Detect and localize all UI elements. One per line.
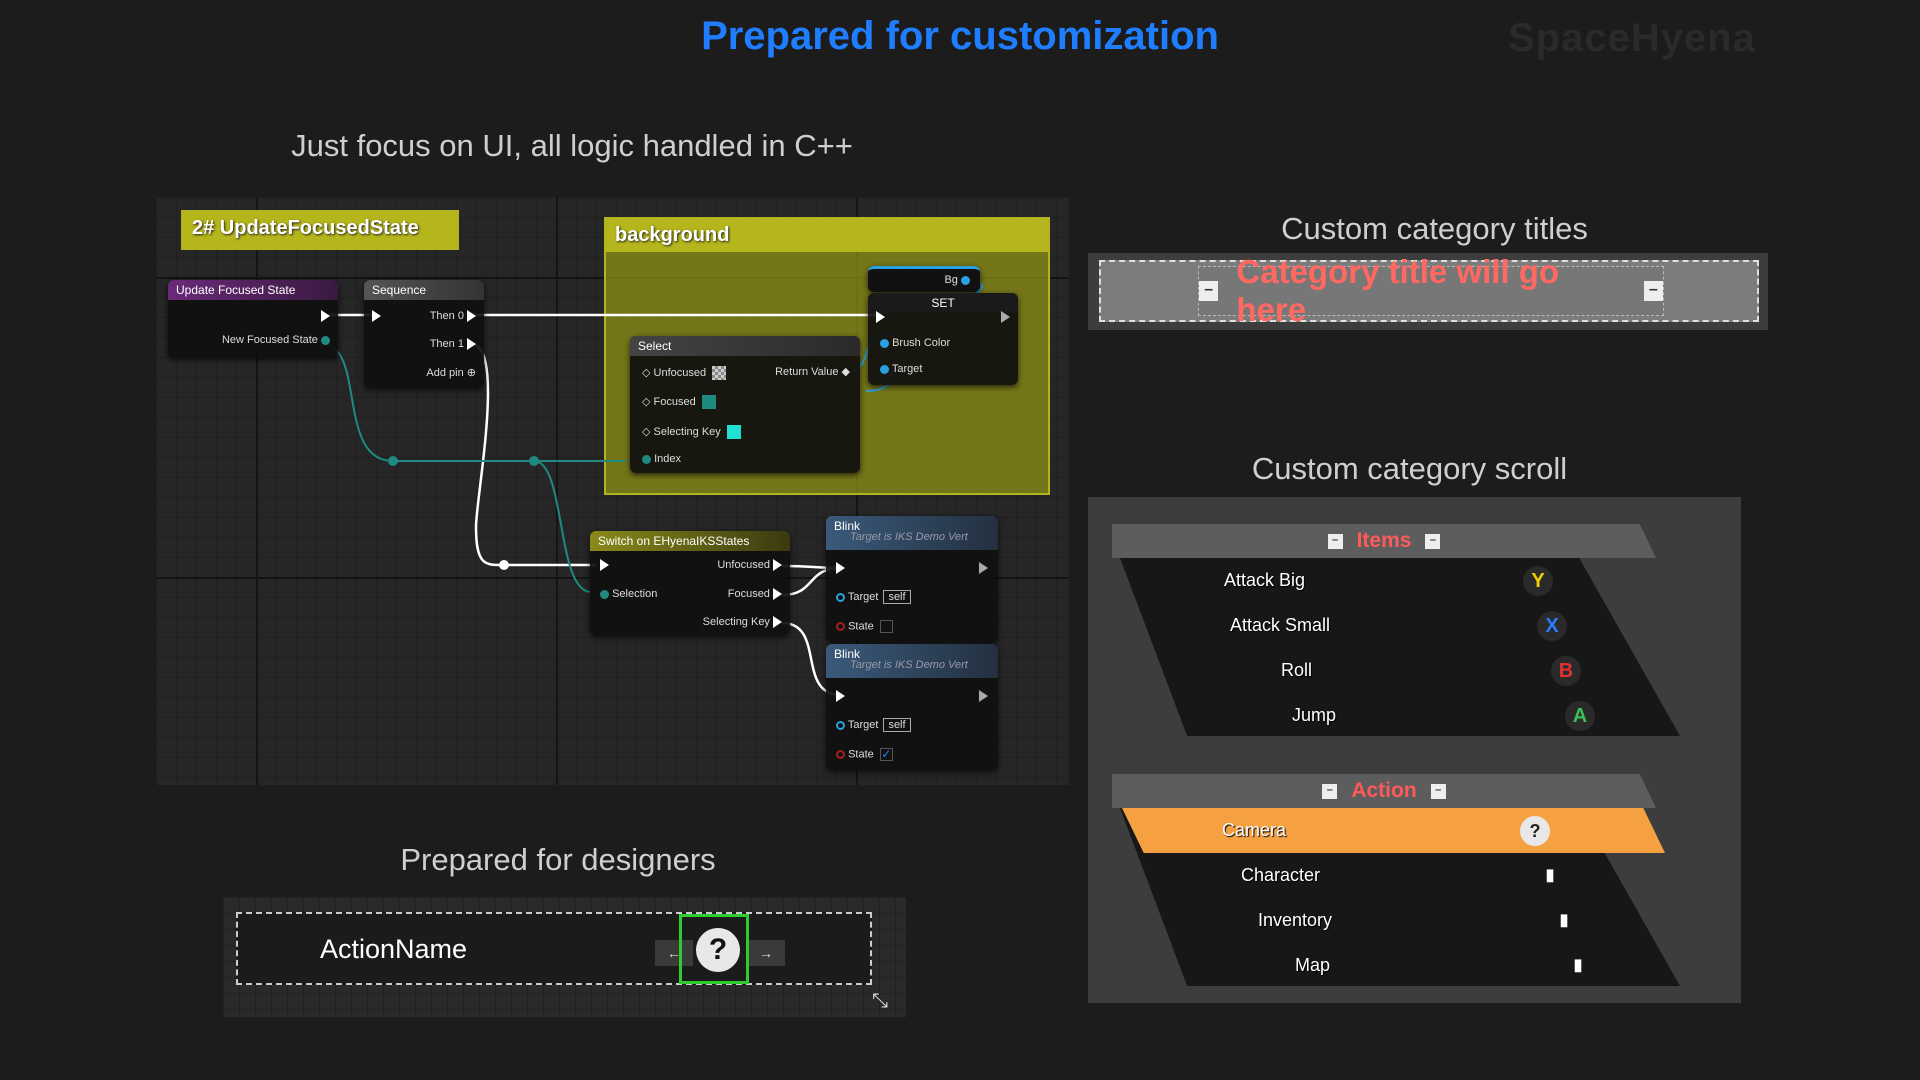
node-update-title: Update Focused State bbox=[168, 280, 338, 300]
select-unfocused-pin[interactable]: ◇ Unfocused bbox=[642, 366, 727, 381]
comment-function[interactable]: 2# UpdateFocusedState bbox=[181, 210, 459, 250]
category-header-items-label: Items bbox=[1356, 529, 1412, 552]
exec-out-pin[interactable] bbox=[321, 310, 330, 323]
node-set[interactable]: SET Brush Color Target bbox=[868, 293, 1018, 385]
category-header-items[interactable]: – Items – bbox=[1112, 524, 1656, 558]
category-titles-section-title: Custom category titles bbox=[1281, 211, 1588, 246]
category-title-text: Category title will go here bbox=[1236, 253, 1560, 328]
list-item[interactable]: Attack Small X bbox=[1088, 603, 1741, 648]
mouse-icon: ▮ bbox=[1545, 867, 1555, 884]
then1-pin[interactable]: Then 1 bbox=[430, 338, 476, 351]
prev-key-button[interactable]: ← bbox=[655, 940, 693, 966]
blink-2-exec-out[interactable] bbox=[979, 690, 988, 703]
resize-handle-icon[interactable]: ⤡ bbox=[872, 990, 888, 1012]
category-scroll-section-title: Custom category scroll bbox=[1251, 451, 1568, 486]
collapse-right-icon[interactable]: – bbox=[1643, 281, 1664, 301]
node-switch[interactable]: Switch on EHyenaIKSStates Selection Unfo… bbox=[590, 531, 790, 635]
set-exec-out[interactable] bbox=[1001, 311, 1010, 324]
blink-1-state-pin[interactable]: State bbox=[836, 620, 893, 633]
action-name-label: ActionName bbox=[320, 934, 468, 964]
y-button-icon: Y bbox=[1523, 566, 1553, 596]
switch-unfocused-pin[interactable]: Unfocused bbox=[717, 559, 782, 572]
select-index-pin[interactable]: Index bbox=[642, 453, 681, 465]
list-item[interactable]: Roll B bbox=[1088, 648, 1741, 693]
list-item[interactable]: Attack Big Y bbox=[1088, 558, 1741, 603]
set-exec-in[interactable] bbox=[876, 311, 885, 324]
main-title: Prepared for customization bbox=[701, 14, 1219, 58]
node-blink-1-header: Blink bbox=[826, 516, 998, 550]
node-sequence-title: Sequence bbox=[364, 280, 484, 300]
action-collapse-right-icon[interactable]: – bbox=[1430, 783, 1446, 799]
key-selection-box[interactable]: ? bbox=[679, 914, 749, 984]
set-target-pin[interactable]: Target bbox=[880, 363, 922, 375]
category-title-panel: – Category title will go here – bbox=[1088, 253, 1768, 330]
blink-2-state-checkbox[interactable]: ✓ bbox=[879, 747, 893, 761]
collapse-left-icon[interactable]: – bbox=[1199, 281, 1219, 301]
category-header-action-label: Action bbox=[1351, 779, 1417, 802]
switch-exec-in[interactable] bbox=[600, 559, 609, 572]
node-bg-variable[interactable]: Bg bbox=[868, 266, 980, 292]
node-blink-2-subtitle: Target is IKS Demo Vert bbox=[850, 659, 968, 671]
action-collapse-left-icon[interactable]: – bbox=[1322, 783, 1338, 799]
question-key-icon: ? bbox=[696, 928, 740, 972]
category-header-action[interactable]: – Action – bbox=[1112, 774, 1656, 808]
node-switch-title: Switch on EHyenaIKSStates bbox=[590, 531, 790, 551]
switch-selecting-key-pin[interactable]: Selecting Key bbox=[703, 616, 782, 629]
blink-1-exec-in[interactable] bbox=[836, 562, 845, 575]
brush-color-pin[interactable]: Brush Color bbox=[880, 337, 950, 349]
category-scroll-panel[interactable]: – Items – Attack Big Y Attack Small X Ro… bbox=[1088, 497, 1741, 1003]
switch-selection-pin[interactable]: Selection bbox=[600, 588, 657, 600]
comment-background-title: background bbox=[606, 219, 1048, 252]
select-return-value-pin[interactable]: Return Value ◆ bbox=[775, 366, 850, 378]
blink-1-exec-out[interactable] bbox=[979, 562, 988, 575]
blink-1-state-checkbox[interactable] bbox=[879, 620, 893, 633]
items-collapse-left-icon[interactable]: – bbox=[1327, 533, 1343, 549]
comment-function-title: 2# UpdateFocusedState bbox=[183, 212, 457, 245]
node-set-title: SET bbox=[868, 293, 1018, 313]
list-item[interactable]: Map ▮ bbox=[1088, 943, 1741, 988]
select-selecting-key-pin[interactable]: ◇ Selecting Key bbox=[642, 425, 741, 440]
list-item[interactable]: Jump A bbox=[1088, 693, 1741, 738]
blueprint-graph[interactable]: 2# UpdateFocusedState background Update … bbox=[156, 197, 1069, 785]
category-title-preview[interactable]: – Category title will go here – bbox=[1099, 253, 1759, 328]
add-pin-button[interactable]: Add pin ⊕ bbox=[426, 367, 476, 379]
question-key-icon: ? bbox=[1520, 816, 1550, 846]
select-focused-pin[interactable]: ◇ Focused bbox=[642, 395, 716, 410]
switch-focused-pin[interactable]: Focused bbox=[728, 588, 782, 601]
list-item[interactable]: Inventory ▮ bbox=[1088, 898, 1741, 943]
list-item-highlighted[interactable]: Camera ? bbox=[1122, 808, 1665, 853]
b-button-icon: B bbox=[1551, 656, 1581, 686]
node-sequence[interactable]: Sequence Then 0 Then 1 Add pin ⊕ bbox=[364, 280, 484, 388]
node-blink-2-header: Blink bbox=[826, 644, 998, 678]
brand-logo-text: SpaceHyena bbox=[1508, 16, 1756, 60]
category-title-strip: – Category title will go here – bbox=[1198, 253, 1664, 328]
node-blink-1-subtitle: Target is IKS Demo Vert bbox=[850, 531, 968, 543]
new-focused-state-pin[interactable]: New Focused State bbox=[222, 334, 330, 346]
next-key-button[interactable]: → bbox=[747, 940, 785, 966]
items-collapse-right-icon[interactable]: – bbox=[1425, 533, 1441, 549]
node-update-focused-state[interactable]: Update Focused State New Focused State bbox=[168, 280, 338, 358]
node-select-title: Select bbox=[630, 336, 860, 356]
action-widget-frame[interactable]: ActionName ← → ? bbox=[236, 912, 872, 985]
blink-2-state-pin[interactable]: State✓ bbox=[836, 748, 893, 761]
blink-2-exec-in[interactable] bbox=[836, 690, 845, 703]
list-item[interactable]: Character ▮ bbox=[1088, 853, 1741, 898]
designer-widget-canvas[interactable]: ActionName ← → ? bbox=[223, 897, 906, 1017]
graph-section-title: Just focus on UI, all logic handled in C… bbox=[291, 128, 853, 163]
then0-pin[interactable]: Then 0 bbox=[430, 310, 476, 323]
designers-section-title: Prepared for designers bbox=[400, 842, 716, 877]
x-button-icon: X bbox=[1537, 611, 1567, 641]
node-select[interactable]: Select ◇ Unfocused ◇ Focused ◇ Selecting… bbox=[630, 336, 860, 473]
sequence-exec-in[interactable] bbox=[372, 310, 381, 323]
a-button-icon: A bbox=[1565, 701, 1595, 731]
mouse-icon: ▮ bbox=[1573, 957, 1583, 974]
node-blink-2-title: Blink bbox=[834, 647, 861, 661]
node-blink-1-title: Blink bbox=[834, 519, 861, 533]
bg-out-pin[interactable]: Bg bbox=[944, 274, 970, 286]
mouse-icon: ▮ bbox=[1559, 912, 1569, 929]
